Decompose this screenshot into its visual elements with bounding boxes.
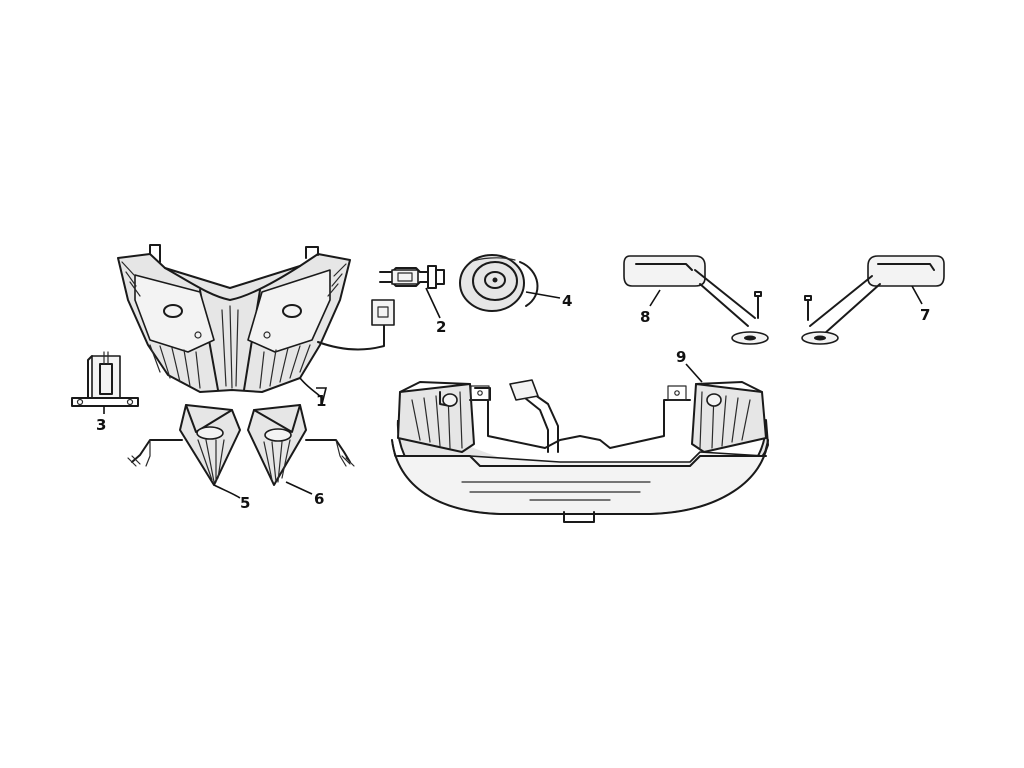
callout-number-1: 1 — [316, 392, 326, 410]
callout-1: 1 — [299, 377, 328, 410]
headlight-bulb[interactable] — [379, 265, 445, 289]
callout-5: 5 — [213, 484, 250, 512]
callout-7: 7 — [911, 285, 930, 324]
front-left-turn-signal[interactable] — [127, 404, 241, 486]
callout-number-7: 7 — [920, 306, 930, 324]
callout-number-9: 9 — [676, 348, 686, 366]
callout-8: 8 — [640, 289, 661, 326]
callout-6: 6 — [285, 481, 324, 508]
left-mirror[interactable] — [801, 255, 945, 345]
right-mirror[interactable] — [623, 255, 769, 345]
callout-number-8: 8 — [640, 308, 650, 326]
callout-number-4: 4 — [562, 292, 572, 310]
callout-9: 9 — [676, 348, 703, 383]
front-right-turn-signal[interactable] — [247, 404, 355, 486]
license-bracket[interactable] — [71, 351, 139, 407]
tail-light-assembly[interactable] — [391, 379, 769, 523]
horn[interactable] — [459, 254, 539, 312]
callout-number-6: 6 — [314, 490, 324, 508]
callout-number-3: 3 — [96, 416, 106, 434]
callout-2: 2 — [425, 287, 446, 336]
callout-3: 3 — [96, 406, 106, 434]
callout-4: 4 — [525, 291, 572, 310]
callout-number-5: 5 — [240, 494, 250, 512]
callout-number-2: 2 — [436, 318, 446, 336]
headlight-assembly[interactable] — [117, 244, 395, 393]
